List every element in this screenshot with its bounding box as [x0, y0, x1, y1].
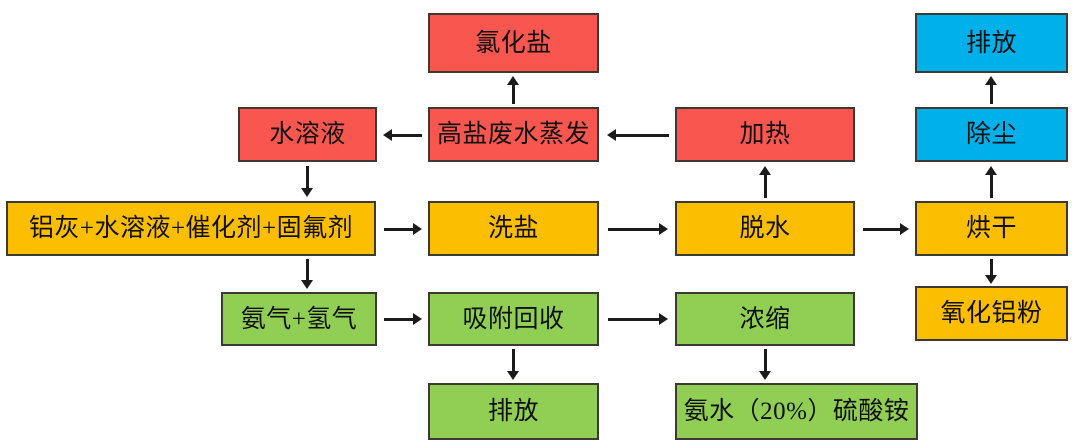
node-adsorption-recovery[interactable]: 吸附回收	[428, 292, 599, 346]
arrow-shaft	[511, 349, 515, 373]
node-aqueous-solution[interactable]: 水溶液	[238, 107, 377, 162]
arrowhead	[301, 280, 313, 289]
node-discharge-blue[interactable]: 排放	[915, 13, 1068, 73]
node-discharge-green[interactable]: 排放	[428, 383, 599, 440]
arrow-right-icon	[608, 311, 668, 327]
arrow-shaft	[305, 259, 309, 282]
node-feed-mixture[interactable]: 铝灰+水溶液+催化剂+固氟剂	[6, 201, 376, 256]
arrow-down-icon	[983, 259, 999, 284]
arrowhead	[900, 223, 909, 235]
arrow-up-icon	[983, 76, 999, 104]
arrowhead	[659, 223, 668, 235]
arrowhead	[759, 371, 771, 380]
arrow-shaft	[511, 83, 515, 104]
node-heating[interactable]: 加热	[675, 107, 855, 162]
arrowhead	[985, 275, 997, 284]
arrowhead	[301, 188, 313, 197]
arrowhead	[659, 313, 668, 325]
node-label: 排放	[965, 29, 1017, 57]
arrow-shaft	[763, 349, 767, 373]
node-ammonia-water[interactable]: 氨水（20%）硫酸铵	[675, 383, 918, 440]
arrowhead	[607, 129, 616, 141]
arrowhead	[985, 76, 997, 85]
arrow-down-icon	[299, 166, 315, 197]
node-label: 浓缩	[739, 305, 791, 333]
arrowhead	[413, 223, 422, 235]
node-concentration[interactable]: 浓缩	[675, 292, 855, 346]
arrow-up-icon	[757, 166, 773, 198]
arrow-down-icon	[505, 349, 521, 380]
node-dewatering[interactable]: 脱水	[675, 201, 855, 256]
arrow-shaft	[863, 227, 901, 231]
node-label: 除尘	[965, 121, 1017, 148]
node-label: 高盐废水蒸发	[436, 121, 590, 148]
arrow-up-icon	[505, 76, 521, 104]
arrow-shaft	[391, 133, 422, 137]
arrow-shaft	[763, 173, 767, 198]
node-label: 加热	[739, 121, 791, 148]
arrow-shaft	[384, 317, 414, 321]
node-alumina-powder[interactable]: 氧化铝粉	[915, 286, 1068, 341]
node-label: 氨气+氢气	[240, 305, 358, 333]
node-label: 吸附回收	[462, 305, 565, 333]
arrow-shaft	[989, 259, 993, 277]
arrow-right-icon	[863, 221, 909, 237]
node-drying[interactable]: 烘干	[915, 201, 1068, 256]
node-ammonia-hydrogen[interactable]: 氨气+氢气	[221, 292, 377, 346]
node-salt-washing[interactable]: 洗盐	[428, 201, 599, 256]
arrowhead	[383, 129, 392, 141]
arrowhead	[507, 76, 519, 85]
arrow-shaft	[305, 166, 309, 190]
arrowhead	[759, 166, 771, 175]
node-dust-removal[interactable]: 除尘	[915, 107, 1068, 162]
arrowhead	[413, 313, 422, 325]
arrowhead	[985, 166, 997, 175]
node-label: 排放	[487, 398, 539, 425]
arrow-shaft	[608, 227, 660, 231]
node-label: 氯化盐	[475, 29, 552, 57]
arrow-shaft	[989, 83, 993, 104]
arrowhead	[507, 371, 519, 380]
arrow-down-icon	[757, 349, 773, 380]
node-label: 铝灰+水溶液+催化剂+固氟剂	[28, 215, 354, 242]
arrow-down-icon	[299, 259, 315, 289]
arrow-right-icon	[384, 311, 422, 327]
arrow-right-icon	[384, 221, 422, 237]
arrow-shaft	[989, 173, 993, 198]
arrow-shaft	[615, 133, 669, 137]
arrow-shaft	[608, 317, 660, 321]
node-brine-evaporation[interactable]: 高盐废水蒸发	[428, 107, 599, 162]
arrow-left-icon	[383, 127, 422, 143]
node-label: 脱水	[739, 215, 791, 242]
node-label: 烘干	[965, 215, 1017, 242]
arrow-shaft	[384, 227, 414, 231]
node-label: 氨水（20%）硫酸铵	[683, 398, 910, 425]
arrow-up-icon	[983, 166, 999, 198]
arrow-right-icon	[608, 221, 668, 237]
node-label: 氧化铝粉	[940, 300, 1043, 327]
node-label: 洗盐	[487, 215, 539, 242]
node-chloride-salt[interactable]: 氯化盐	[428, 13, 599, 73]
node-label: 水溶液	[269, 121, 346, 148]
arrow-left-icon	[607, 127, 669, 143]
